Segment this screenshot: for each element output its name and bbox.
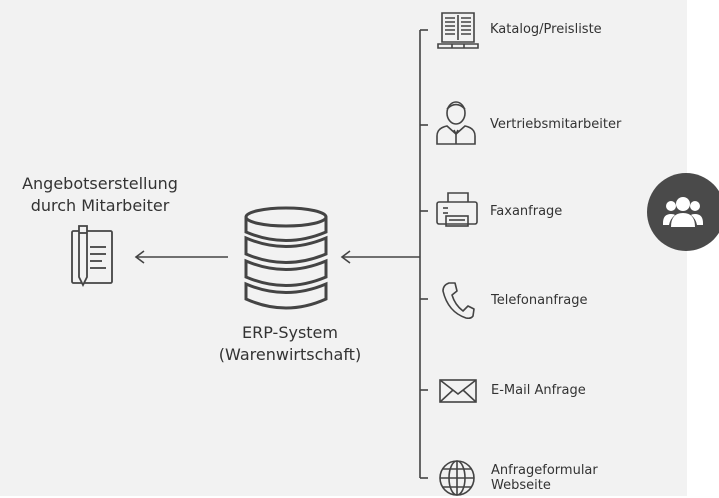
offer-title-line1: Angebotserstellung bbox=[22, 174, 178, 193]
catalog-icon bbox=[437, 12, 479, 49]
group-button[interactable] bbox=[647, 173, 719, 251]
erp-label-line2: (Warenwirtschaft) bbox=[218, 345, 362, 364]
email-icon bbox=[439, 379, 477, 403]
source-label-email: E-Mail Anfrage bbox=[491, 383, 586, 398]
webform-label-line1: Anfrageformular bbox=[491, 463, 598, 478]
phone-icon bbox=[442, 282, 475, 320]
source-label-phone: Telefonanfrage bbox=[491, 293, 588, 308]
diagram-panel bbox=[0, 0, 687, 496]
users-group-icon bbox=[663, 197, 703, 227]
source-label-webform: Anfrageformular Webseite bbox=[491, 463, 598, 493]
source-label-fax: Faxanfrage bbox=[490, 204, 563, 219]
offer-title-line2: durch Mitarbeiter bbox=[30, 196, 170, 215]
erp-system-label: ERP-System (Warenwirtschaft) bbox=[190, 322, 390, 366]
webform-label-line2: Webseite bbox=[491, 478, 551, 493]
source-label-catalog: Katalog/Preisliste bbox=[490, 22, 602, 37]
globe-icon bbox=[439, 460, 475, 496]
sales-person-icon bbox=[436, 101, 476, 145]
erp-label-line1: ERP-System bbox=[242, 323, 338, 342]
fax-icon bbox=[436, 192, 478, 227]
source-label-sales: Vertriebsmitarbeiter bbox=[490, 117, 622, 132]
document-pen-icon bbox=[71, 225, 113, 288]
database-icon bbox=[244, 206, 328, 310]
offer-creation-title: Angebotserstellung durch Mitarbeiter bbox=[0, 173, 200, 217]
